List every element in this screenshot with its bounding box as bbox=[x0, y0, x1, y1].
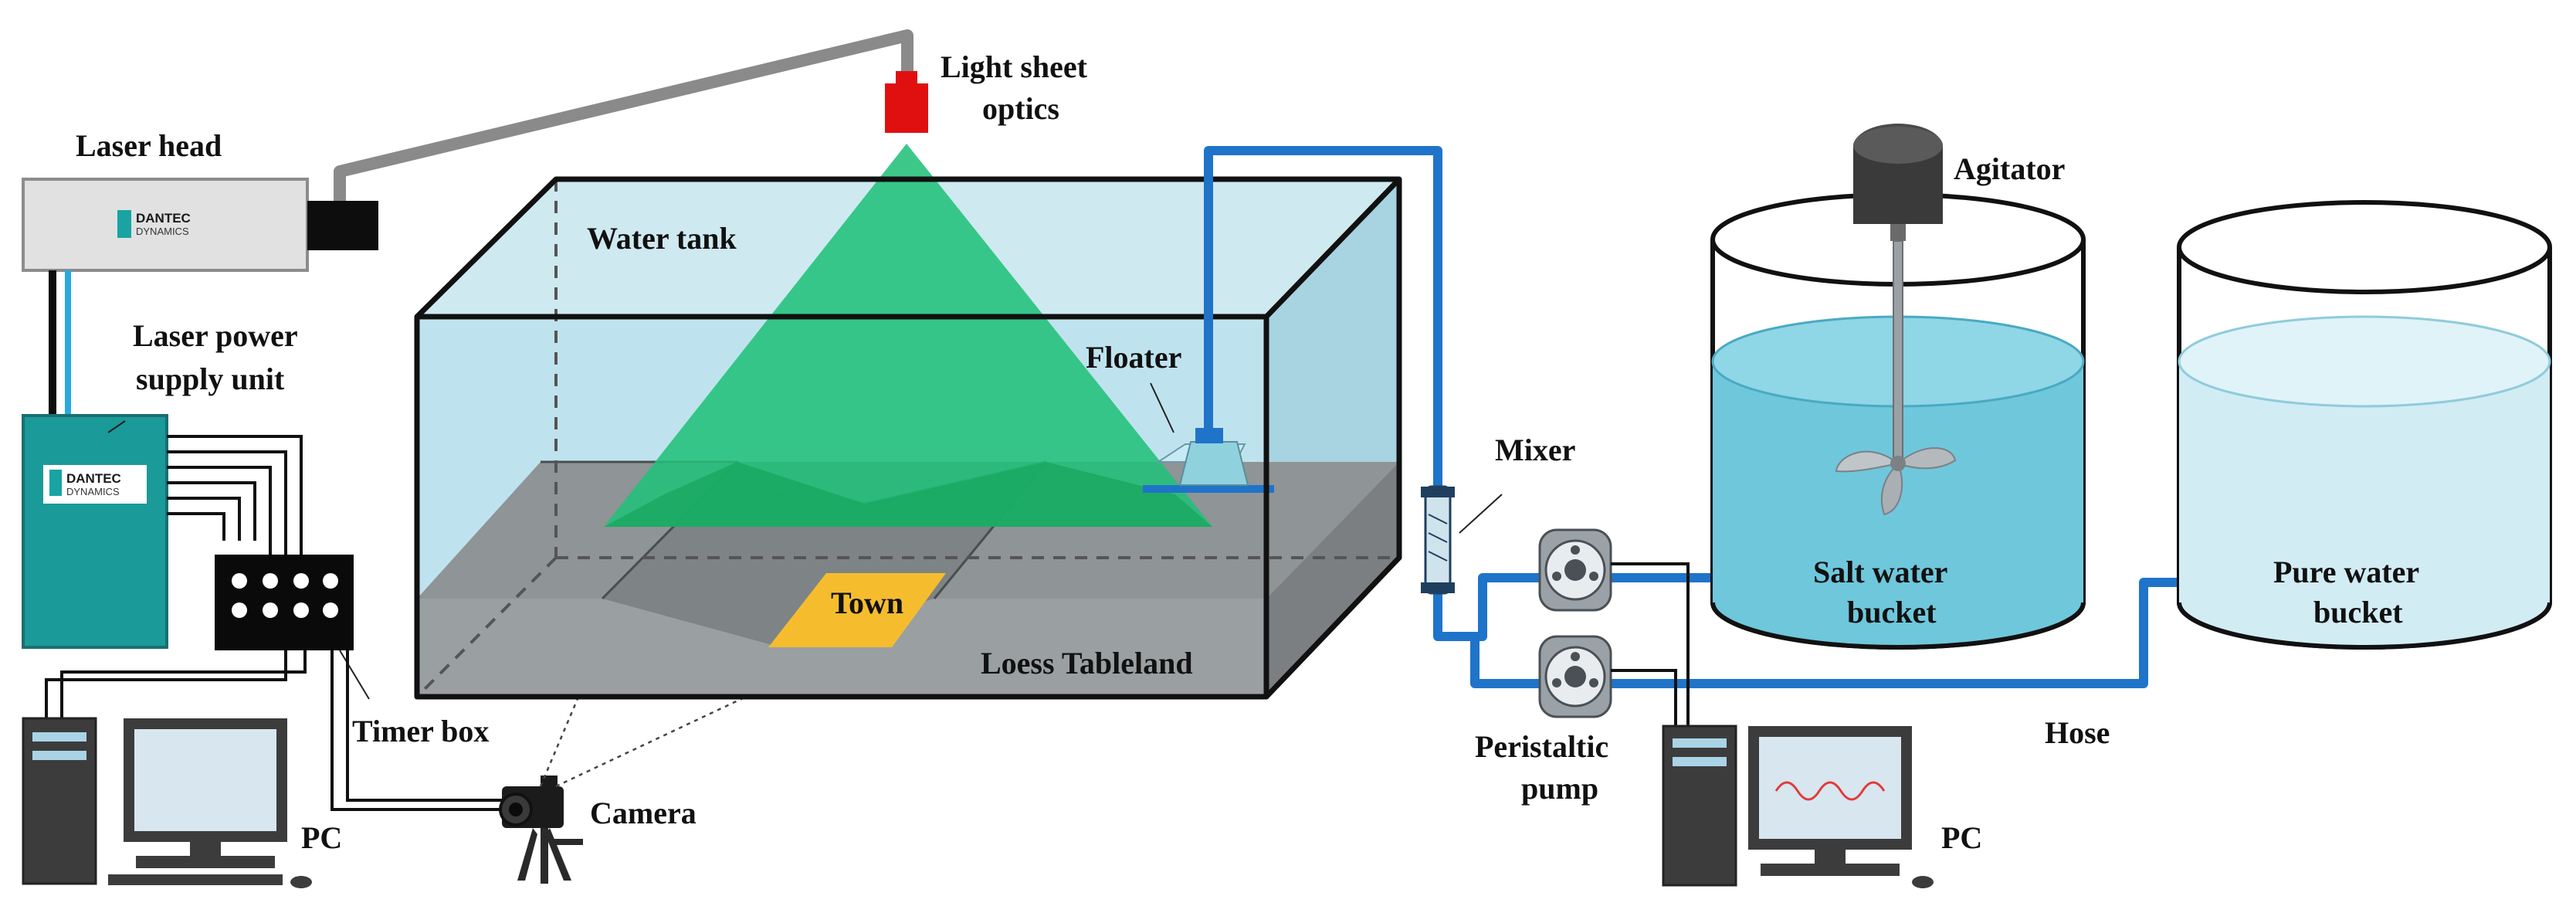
dantec-logo-icon: DANTEC DYNAMICS bbox=[117, 210, 191, 238]
label-light-sheet-optics-2: optics bbox=[982, 91, 1059, 126]
terrain-side bbox=[1266, 462, 1399, 697]
terrain-front bbox=[417, 599, 1266, 697]
laser-light-sheet bbox=[604, 144, 1212, 527]
pump-cables bbox=[1611, 562, 1690, 726]
label-salt-water-2: bucket bbox=[1847, 595, 1937, 630]
pure-water-bucket bbox=[2177, 200, 2552, 650]
tank-outline bbox=[414, 176, 1402, 700]
label-town: Town bbox=[831, 585, 903, 620]
label-mixer: Mixer bbox=[1495, 433, 1575, 467]
laser-arm bbox=[334, 29, 913, 210]
label-peristaltic-2: pump bbox=[1521, 771, 1598, 806]
label-timer-box: Timer box bbox=[352, 714, 489, 748]
agitator bbox=[1835, 124, 1957, 516]
trigger-cables bbox=[167, 435, 303, 572]
right-pc bbox=[1662, 725, 1934, 888]
label-salt-water: Salt water bbox=[1813, 555, 1947, 589]
mixer bbox=[1421, 485, 1503, 595]
svg-text:DANTEC: DANTEC bbox=[136, 211, 191, 226]
label-loess-tableland: Loess Tableland bbox=[981, 646, 1193, 681]
label-laser-power-2: supply unit bbox=[136, 361, 285, 396]
label-pc-left: PC bbox=[301, 820, 342, 855]
dantec-logo-icon: DANTEC DYNAMICS bbox=[49, 470, 121, 497]
floater bbox=[1143, 382, 1274, 493]
laser-power-supply: DANTEC DYNAMICS bbox=[22, 414, 168, 649]
light-sheet-optics bbox=[885, 71, 928, 133]
town-area bbox=[768, 573, 946, 647]
tank-hidden-edges bbox=[415, 179, 1399, 698]
label-light-sheet-optics: Light sheet bbox=[941, 49, 1088, 84]
label-water-tank: Water tank bbox=[587, 221, 737, 256]
peristaltic-pump-top bbox=[1538, 528, 1612, 612]
label-peristaltic: Peristaltic bbox=[1475, 729, 1608, 764]
label-laser-head: Laser head bbox=[76, 128, 222, 163]
camera bbox=[499, 776, 583, 884]
left-pc bbox=[22, 717, 312, 888]
timer-cables bbox=[45, 650, 510, 811]
laser-head: DANTEC DYNAMICS bbox=[22, 178, 378, 272]
label-agitator: Agitator bbox=[1954, 151, 2065, 186]
waveform-icon bbox=[1774, 781, 1886, 801]
label-pure-water-2: bucket bbox=[2313, 595, 2403, 630]
hose bbox=[1204, 146, 2179, 688]
label-camera: Camera bbox=[590, 796, 697, 830]
svg-text:DYNAMICS: DYNAMICS bbox=[136, 226, 189, 237]
label-pc-right: PC bbox=[1941, 820, 1982, 855]
label-laser-power: Laser power bbox=[133, 318, 298, 353]
svg-text:DANTEC: DANTEC bbox=[66, 471, 121, 486]
label-hose: Hose bbox=[2045, 715, 2110, 750]
label-floater: Floater bbox=[1086, 340, 1181, 375]
timer-box bbox=[215, 555, 370, 700]
peristaltic-pump-bottom bbox=[1538, 635, 1612, 718]
label-pure-water: Pure water bbox=[2273, 555, 2419, 589]
svg-text:DYNAMICS: DYNAMICS bbox=[66, 486, 120, 497]
laser-sheet-terrain-intersection bbox=[604, 462, 1212, 527]
